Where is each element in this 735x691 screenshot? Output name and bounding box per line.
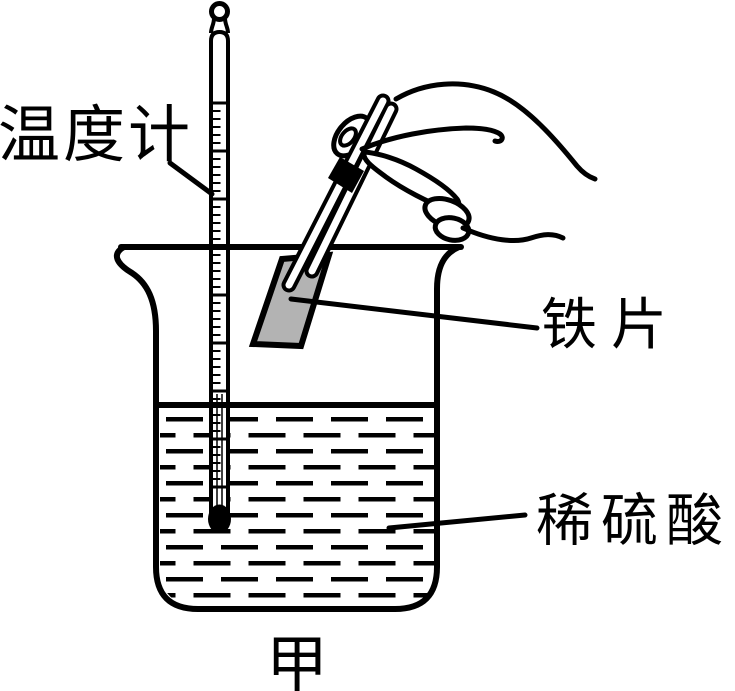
iron-piece-pointer-line xyxy=(288,296,540,331)
thermometer xyxy=(208,1,231,534)
iron-piece-label: 铁片 xyxy=(541,293,681,356)
pointer-lines xyxy=(167,160,540,531)
thermometer-pointer-line xyxy=(167,160,215,197)
liquid-dilute-sulfuric-acid xyxy=(160,412,437,606)
thermometer-hang-ring xyxy=(209,1,230,22)
hand-back-contour xyxy=(393,81,598,182)
tweezers-prong-front-body xyxy=(285,97,387,289)
hand-contours xyxy=(359,81,598,244)
hand-knuckle-line xyxy=(359,125,505,152)
labels: 温度计 铁片 稀硫酸 甲 xyxy=(0,101,731,691)
acid-pointer-line xyxy=(386,512,528,531)
caption-label: 甲 xyxy=(266,631,328,691)
tweezers-grip-band xyxy=(328,157,364,193)
acid-label: 稀硫酸 xyxy=(536,489,731,553)
beaker-body xyxy=(113,244,462,612)
beaker xyxy=(113,244,464,612)
thermometer-neck xyxy=(209,17,230,34)
tweezers xyxy=(281,93,399,293)
thermometer-scale-ticks xyxy=(211,101,228,492)
liquid-dash-texture xyxy=(160,412,437,606)
hand-wrist-contour xyxy=(460,225,566,244)
thermometer-label: 温度计 xyxy=(0,101,193,170)
hand xyxy=(359,81,598,244)
thermometer-bulb xyxy=(208,504,231,534)
thumb-nail xyxy=(338,126,358,148)
